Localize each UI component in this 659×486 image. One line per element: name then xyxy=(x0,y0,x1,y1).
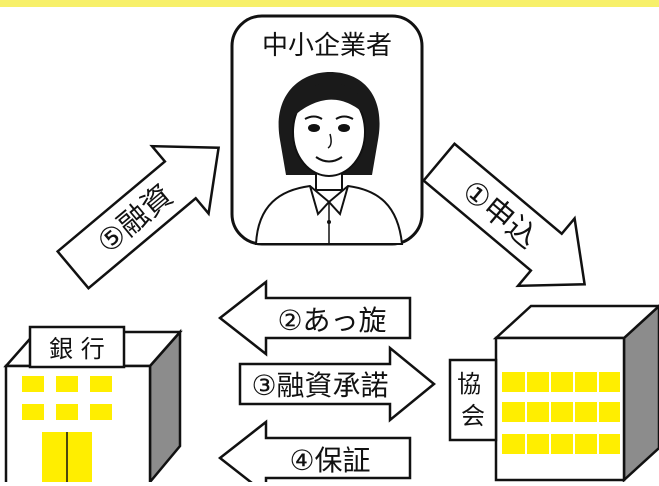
flow-arrow-1: ①申込 xyxy=(421,142,587,288)
person-portrait-icon xyxy=(254,72,404,245)
bank-building-icon: 銀 行 xyxy=(3,325,183,486)
association-windows xyxy=(502,372,620,454)
bank-sign xyxy=(28,325,126,369)
flow-arrow-5: ⑤融資 xyxy=(55,144,221,290)
flow-step-2: ② xyxy=(277,304,302,337)
flow-label-4: 保証 xyxy=(315,444,371,477)
flow-arrow-3: ③融資承諾 xyxy=(238,345,436,423)
flow-step-4: ④ xyxy=(289,444,314,477)
top-band xyxy=(0,0,659,7)
association-sign xyxy=(448,358,498,442)
flow-arrow-4: ④保証 xyxy=(217,419,412,486)
association-building-icon: 協 会 xyxy=(448,304,659,483)
smb-owner-label: 中小企業者 xyxy=(262,31,392,61)
svg-text:③融資承諾: ③融資承諾 xyxy=(251,369,388,402)
svg-text:②あっ旋: ②あっ旋 xyxy=(277,304,386,337)
flow-label-2: あっ旋 xyxy=(303,304,387,337)
association-label: 協 会 xyxy=(457,370,489,430)
svg-text:④保証: ④保証 xyxy=(289,444,370,477)
flow-label-3: 融資承諾 xyxy=(277,369,389,402)
smb-owner-card: 中小企業者 xyxy=(230,14,424,246)
bank-label: 銀 行 xyxy=(49,335,105,363)
flow-step-3: ③ xyxy=(251,369,276,402)
flow-arrow-2: ②あっ旋 xyxy=(217,279,412,357)
